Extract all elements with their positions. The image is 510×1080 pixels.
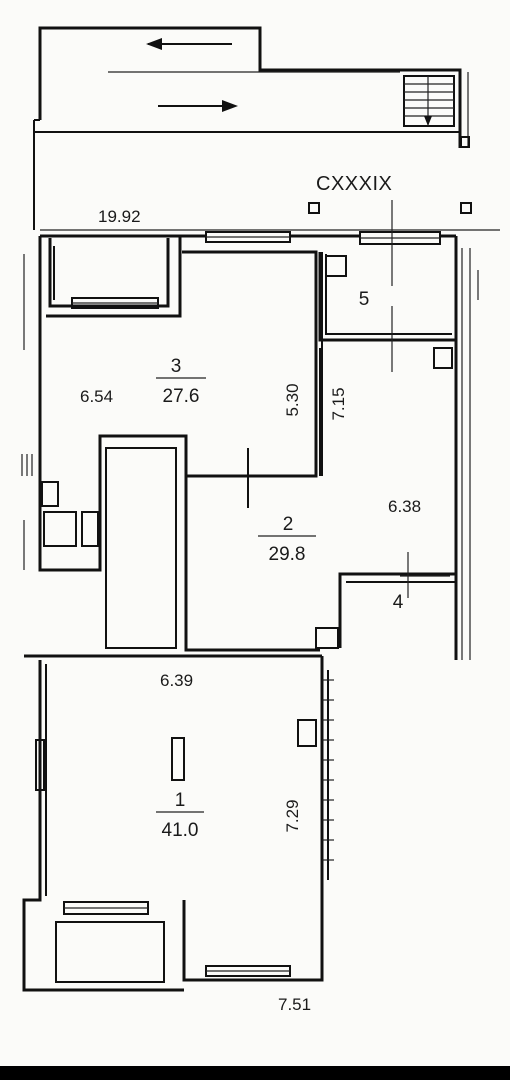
room-4 — [315, 552, 456, 649]
room-3-area: 27.6 — [163, 386, 200, 407]
window — [71, 297, 159, 309]
chimney-block — [41, 447, 177, 649]
dim-room3-right: 5.30 — [283, 383, 302, 416]
room-2-area: 29.8 — [269, 544, 306, 565]
upper-corridor — [33, 26, 469, 230]
arrow-right-icon — [158, 100, 238, 112]
left-wall-hatch — [21, 254, 33, 570]
arrow-left-icon — [146, 38, 232, 50]
window — [205, 965, 291, 977]
dim-top-width: 19.92 — [98, 207, 141, 226]
dim-room1-top: 6.39 — [160, 671, 193, 690]
room-5-number: 5 — [359, 289, 370, 310]
room-3-number: 3 — [171, 356, 182, 377]
room-5 — [318, 200, 456, 372]
staircase — [403, 75, 455, 127]
room-1 — [22, 654, 324, 992]
window — [63, 901, 149, 915]
bottom-edge-bar — [0, 1066, 510, 1080]
dim-bottom-width: 7.51 — [278, 995, 311, 1014]
dim-room2-right: 6.38 — [388, 497, 421, 516]
column — [171, 737, 185, 781]
column-marker — [460, 136, 470, 148]
room-1-number: 1 — [175, 790, 186, 811]
column-marker — [460, 202, 472, 214]
dim-room3-left: 6.54 — [80, 387, 113, 406]
room-2 — [184, 347, 453, 652]
dim-room1-right: 7.29 — [283, 799, 302, 832]
room-2-number: 2 — [283, 514, 294, 535]
outer-walls — [38, 234, 479, 660]
window — [205, 231, 291, 243]
axis-label: CXXXIX — [316, 173, 392, 195]
balcony-railing — [322, 670, 334, 880]
column-marker — [308, 202, 320, 214]
room-3 — [46, 236, 323, 508]
dim-room2-left: 7.15 — [329, 387, 348, 420]
window — [359, 231, 441, 245]
room-1-area: 41.0 — [162, 820, 199, 841]
room-4-number: 4 — [393, 592, 404, 613]
